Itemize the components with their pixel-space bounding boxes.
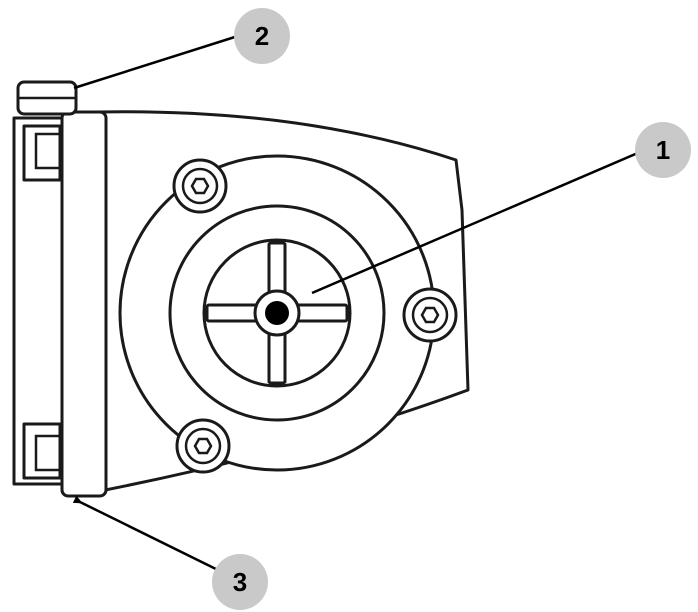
leader-line-2 bbox=[73, 34, 239, 90]
callout-3-label: 3 bbox=[233, 567, 247, 597]
callout-3: 3 bbox=[212, 554, 268, 610]
screw-top-left bbox=[172, 158, 228, 214]
lower-tab-slot bbox=[34, 434, 62, 472]
callout-1: 1 bbox=[635, 122, 691, 178]
center-hub-hole bbox=[265, 301, 289, 325]
callout-1-label: 1 bbox=[656, 135, 670, 165]
upper-mount-tab bbox=[22, 124, 62, 182]
screw-bottom-left bbox=[175, 418, 231, 474]
leader-line-1 bbox=[311, 150, 641, 295]
front-flange bbox=[60, 110, 108, 498]
upper-tab-slot bbox=[34, 132, 62, 170]
leader-line-3 bbox=[72, 495, 223, 574]
lower-mount-tab bbox=[22, 422, 62, 480]
screw-right bbox=[402, 287, 458, 343]
callout-2: 2 bbox=[234, 8, 290, 64]
callout-2-label: 2 bbox=[255, 21, 269, 51]
